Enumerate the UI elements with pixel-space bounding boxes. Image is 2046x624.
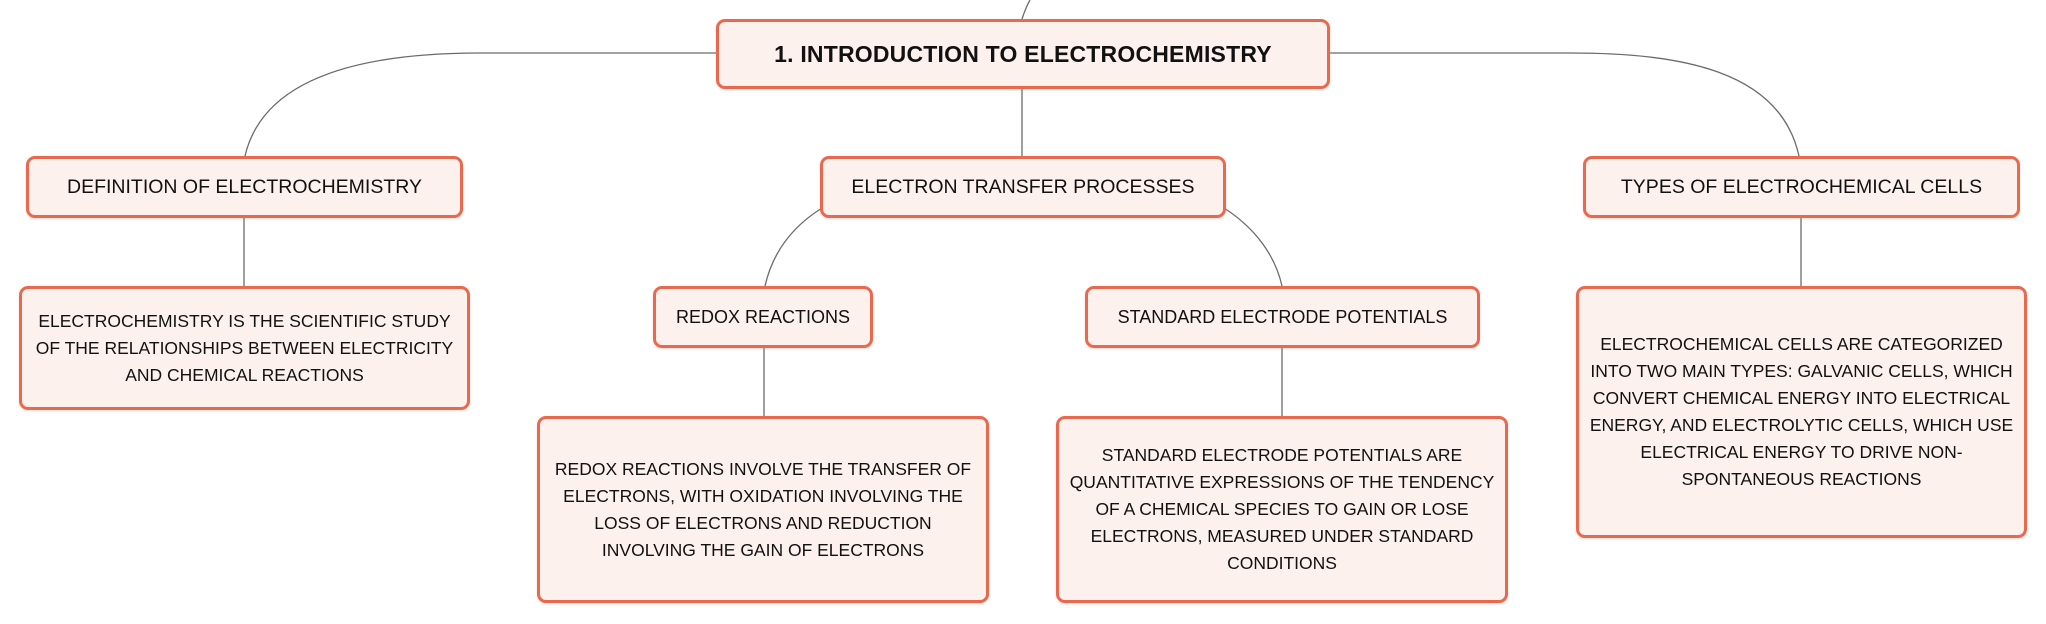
root-topic-node[interactable]: 1. INTRODUCTION TO ELECTROCHEMISTRY xyxy=(716,19,1330,89)
connector-electron-transfer-redox xyxy=(764,207,823,287)
cell-types-detail-text: ELECTROCHEMICAL CELLS ARE CATEGORIZED IN… xyxy=(1589,334,2014,489)
root-topic-label: 1. INTRODUCTION TO ELECTROCHEMISTRY xyxy=(774,40,1272,67)
definition-detail-node[interactable]: ELECTROCHEMISTRY IS THE SCIENTIFIC STUDY… xyxy=(19,286,470,410)
redox-subtopic-label: REDOX REACTIONS xyxy=(675,306,851,327)
connector-root-parent xyxy=(1021,0,1031,20)
standard-potentials-subtopic-label: STANDARD ELECTRODE POTENTIALS xyxy=(1117,306,1448,327)
electron-transfer-topic-label: ELECTRON TRANSFER PROCESSES xyxy=(851,175,1195,198)
definition-detail-text: ELECTROCHEMISTRY IS THE SCIENTIFIC STUDY… xyxy=(35,310,454,385)
definition-topic-node[interactable]: DEFINITION OF ELECTROCHEMISTRY xyxy=(26,156,463,218)
cell-types-topic-label: TYPES OF ELECTROCHEMICAL CELLS xyxy=(1620,175,1983,198)
redox-detail-text: REDOX REACTIONS INVOLVE THE TRANSFER OF … xyxy=(554,458,972,560)
connector-root-definition xyxy=(244,52,716,157)
definition-topic-label: DEFINITION OF ELECTROCHEMISTRY xyxy=(67,175,422,198)
connector-root-cell-types xyxy=(1330,52,1800,157)
standard-potentials-detail-text: STANDARD ELECTRODE POTENTIALS ARE QUANTI… xyxy=(1069,445,1495,573)
cell-types-detail-node[interactable]: ELECTROCHEMICAL CELLS ARE CATEGORIZED IN… xyxy=(1576,286,2027,538)
connector-electron-transfer-potentials xyxy=(1223,207,1283,287)
cell-types-topic-node[interactable]: TYPES OF ELECTROCHEMICAL CELLS xyxy=(1583,156,2020,218)
standard-potentials-subtopic-node[interactable]: STANDARD ELECTRODE POTENTIALS xyxy=(1085,286,1480,348)
redox-detail-node[interactable]: REDOX REACTIONS INVOLVE THE TRANSFER OF … xyxy=(537,416,989,603)
redox-subtopic-node[interactable]: REDOX REACTIONS xyxy=(653,286,873,348)
standard-potentials-detail-node[interactable]: STANDARD ELECTRODE POTENTIALS ARE QUANTI… xyxy=(1056,416,1508,603)
electron-transfer-topic-node[interactable]: ELECTRON TRANSFER PROCESSES xyxy=(820,156,1226,218)
